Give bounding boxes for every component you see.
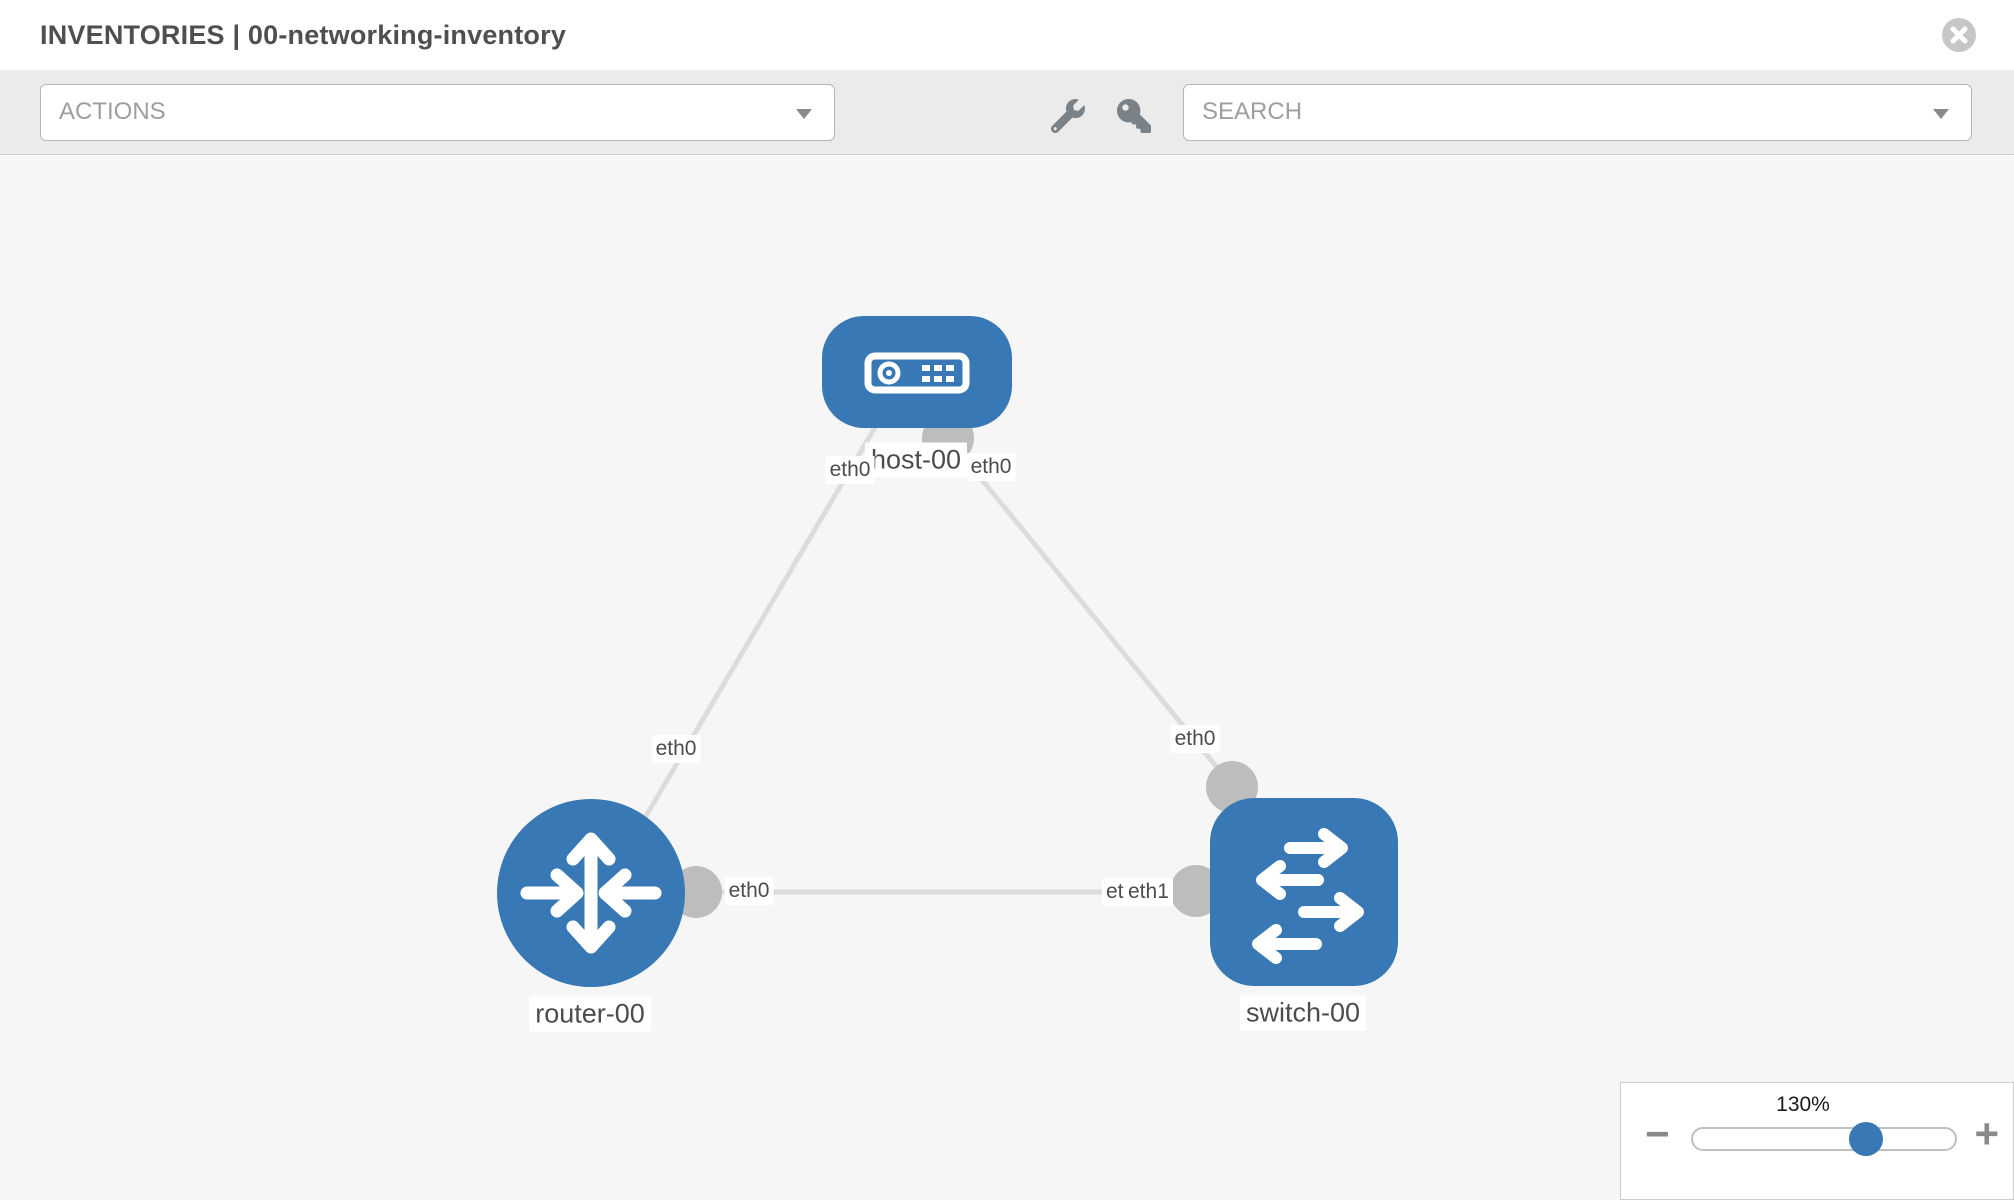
credentials-button[interactable] (1112, 96, 1156, 136)
chevron-down-icon (1933, 109, 1949, 119)
chevron-down-icon (796, 109, 812, 119)
toolbar: ACTIONS SEARCH (0, 70, 2014, 155)
node-label-switch: switch-00 (1239, 995, 1367, 1031)
switch-icon (1252, 828, 1364, 964)
port-label-host-left: eth0 (825, 456, 875, 484)
zoom-in-button[interactable]: + (1974, 1110, 1999, 1157)
zoom-panel: 130% − + (1620, 1082, 2014, 1200)
zoom-out-button[interactable]: − (1645, 1110, 1670, 1157)
port-label-host-right: eth0 (966, 453, 1016, 481)
header: INVENTORIES | 00-networking-inventory (0, 0, 2014, 70)
interface-connector-switch-left (1170, 865, 1222, 917)
topology-canvas[interactable]: host-00 router-00 switch-00 eth0 eth0 et… (0, 156, 2014, 1200)
key-icon (1117, 99, 1151, 133)
configure-button[interactable] (1046, 96, 1090, 136)
port-label-router-right: eth0 (724, 877, 774, 905)
zoom-level: 130% (1776, 1093, 1830, 1116)
node-host-00[interactable] (822, 316, 1012, 428)
port-label-switch-left-front: eth1 (1124, 878, 1173, 906)
host-icon (864, 352, 970, 394)
node-switch-00[interactable] (1210, 798, 1398, 986)
close-icon (1950, 26, 1968, 44)
port-label-switch-top: eth0 (1170, 725, 1220, 753)
node-router-00[interactable] (497, 799, 685, 987)
search-dropdown-label: SEARCH (1202, 98, 1303, 125)
zoom-slider-knob[interactable] (1849, 1122, 1883, 1156)
node-label-host: host-00 (864, 442, 968, 478)
link-host-router (597, 417, 883, 896)
close-button[interactable] (1942, 18, 1976, 52)
search-dropdown[interactable]: SEARCH (1183, 84, 1972, 141)
wrench-icon (1051, 99, 1085, 133)
actions-dropdown-label: ACTIONS (59, 98, 166, 125)
actions-dropdown[interactable]: ACTIONS (40, 84, 835, 141)
zoom-slider-track[interactable] (1691, 1122, 1957, 1156)
page-title: INVENTORIES | 00-networking-inventory (40, 20, 567, 50)
port-label-router-top: eth0 (651, 735, 701, 763)
router-icon (520, 832, 662, 954)
node-label-router: router-00 (529, 996, 651, 1032)
links-layer (591, 402, 1304, 918)
